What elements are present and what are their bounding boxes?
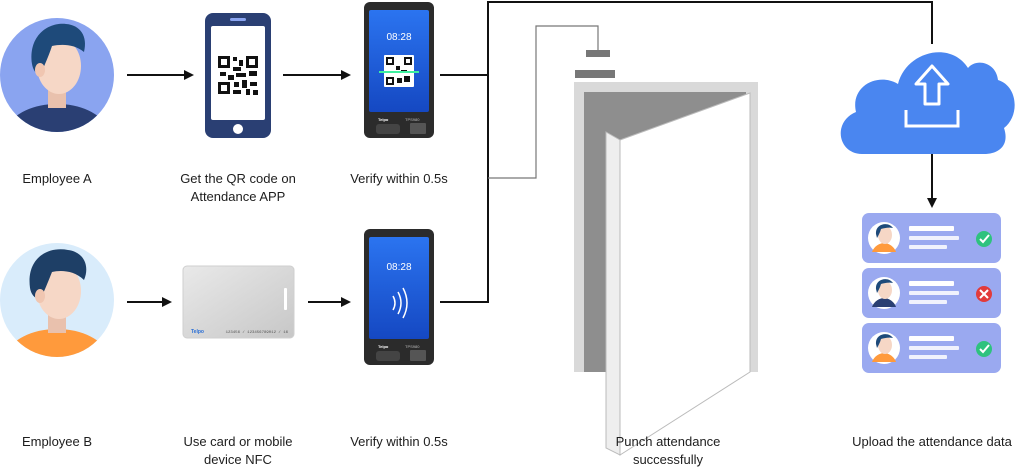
terminal-a: 08:28 Telpo TPS980 <box>364 2 434 138</box>
terminal-b-time: 08:28 <box>386 262 411 273</box>
upload-label: Upload the attendance data <box>852 434 1013 449</box>
employee-a-label: Employee A <box>22 171 92 186</box>
check-icon <box>976 231 992 247</box>
punch-label-line2: successfully <box>633 452 704 467</box>
punch-label-line1: Punch attendance <box>616 434 721 449</box>
record-card <box>862 323 1001 373</box>
terminal-a-brand: Telpo <box>378 117 389 122</box>
terminal-a-model: TPS980 <box>405 117 420 122</box>
cloud-upload-icon <box>840 52 1015 154</box>
phone-qr-icon <box>205 13 271 138</box>
card-number: 123456 / 123456789012 / 16 <box>226 330 289 335</box>
cross-icon <box>976 286 992 302</box>
employee-b-label: Employee B <box>22 434 92 449</box>
terminal-b-model: TPS980 <box>405 344 420 349</box>
employee-b-avatar <box>0 243 114 357</box>
attendance-records-list <box>862 213 1001 373</box>
upload-arrow-icon <box>904 110 960 128</box>
terminal-a-time: 08:28 <box>386 32 411 43</box>
record-card <box>862 213 1001 263</box>
qr-label-line2: Attendance APP <box>191 189 286 204</box>
card-brand: Telpo <box>191 329 204 335</box>
connection-lines <box>440 1 933 303</box>
check-icon <box>976 341 992 357</box>
terminal-b: 08:28 Telpo TPS980 <box>364 229 434 365</box>
record-card <box>862 268 1001 318</box>
verify-b-label: Verify within 0.5s <box>350 434 448 449</box>
employee-a-avatar <box>0 18 114 132</box>
qr-label-line1: Get the QR code on <box>180 171 296 186</box>
record-avatar-icon <box>872 279 896 307</box>
door-icon <box>574 50 758 456</box>
nfc-card: Telpo 123456 / 123456789012 / 16 <box>182 265 295 339</box>
nfc-icon <box>392 287 408 319</box>
terminal-b-brand: Telpo <box>378 344 389 349</box>
verify-a-label: Verify within 0.5s <box>350 171 448 186</box>
record-avatar-icon <box>872 224 896 252</box>
card-label-line2: device NFC <box>204 452 272 467</box>
record-avatar-icon <box>872 334 896 362</box>
card-label-line1: Use card or mobile <box>183 434 292 449</box>
